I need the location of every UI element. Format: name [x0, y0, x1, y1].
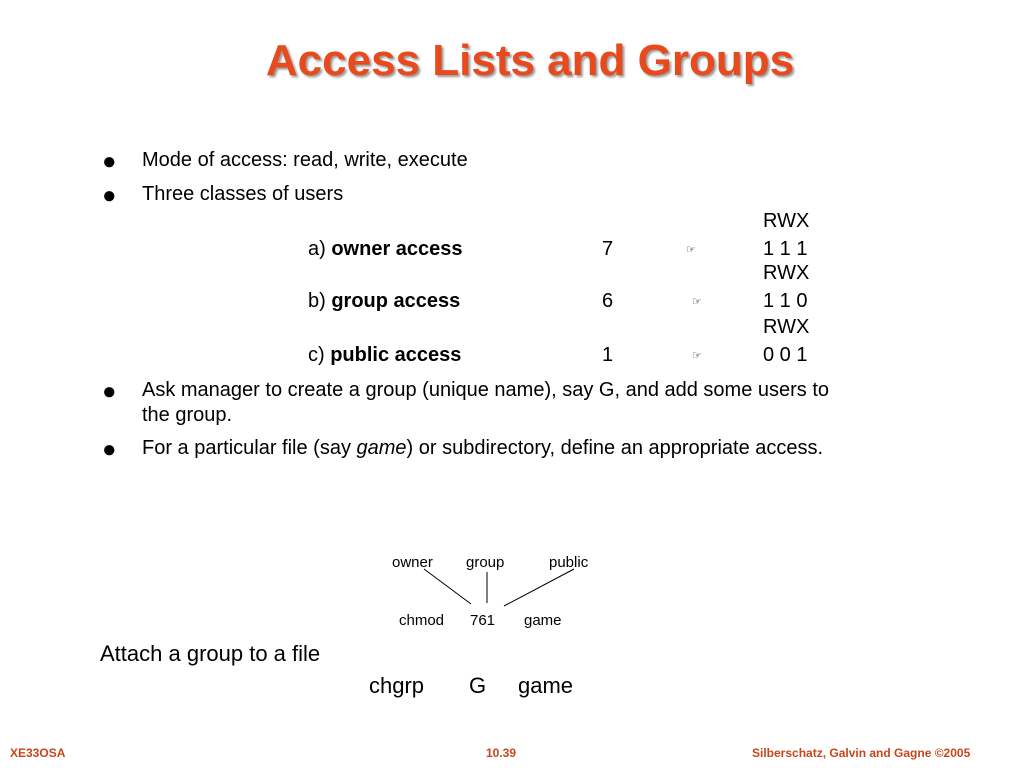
bullet-three-classes: Three classes of users	[142, 183, 344, 205]
bullet-define-access: For a particular file (say game) or subd…	[142, 437, 824, 459]
owner-access-number: 7	[602, 238, 614, 260]
group-access-number: 6	[602, 290, 614, 312]
bullet-dot-icon: ●	[102, 378, 117, 405]
chgrp-file-arg: game	[518, 673, 574, 698]
pointing-hand-icon: ☞	[686, 244, 696, 256]
rwx-header-group: RWX	[763, 262, 810, 284]
diagram-public-label: public	[549, 554, 589, 571]
diagram-owner-label: owner	[392, 554, 433, 571]
bullet-dot-icon: ●	[102, 436, 117, 463]
owner-connector-line	[423, 568, 472, 605]
group-access-label: b) group access	[308, 290, 461, 312]
owner-access-label: a) owner access	[308, 238, 463, 260]
rwx-header-public: RWX	[763, 316, 810, 338]
public-access-number: 1	[602, 344, 614, 366]
footer-course-code: XE33OSA	[10, 746, 66, 760]
footer-slide-number: 10.39	[486, 746, 517, 760]
bullet-dot-icon: ●	[102, 148, 117, 175]
owner-access-bits: 1 1 1	[763, 238, 808, 260]
pointing-hand-icon: ☞	[692, 350, 702, 362]
footer-copyright: Silberschatz, Galvin and Gagne ©2005	[752, 746, 971, 760]
diagram-mode-value: 761	[470, 612, 496, 629]
bullet-create-group: Ask manager to create a group (unique na…	[142, 379, 830, 426]
bullet-mode-of-access: Mode of access: read, write, execute	[142, 149, 468, 171]
public-connector-line	[503, 568, 575, 607]
chgrp-group-arg: G	[469, 673, 487, 698]
bullet-dot-icon: ●	[102, 182, 117, 209]
slide-title: Access Lists and Groups	[265, 36, 795, 85]
public-access-bits: 0 0 1	[763, 344, 808, 366]
chgrp-command: chgrp	[369, 673, 425, 698]
attach-group-heading: Attach a group to a file	[100, 641, 321, 666]
diagram-chmod-command: chmod	[399, 612, 445, 629]
game-emphasis: game	[356, 437, 407, 459]
group-access-bits: 1 1 0	[763, 290, 808, 312]
public-access-label: c) public access	[308, 344, 462, 366]
pointing-hand-icon: ☞	[692, 296, 702, 308]
diagram-group-label: group	[466, 554, 505, 571]
diagram-file-name: game	[524, 612, 562, 629]
rwx-header-owner: RWX	[763, 210, 810, 232]
